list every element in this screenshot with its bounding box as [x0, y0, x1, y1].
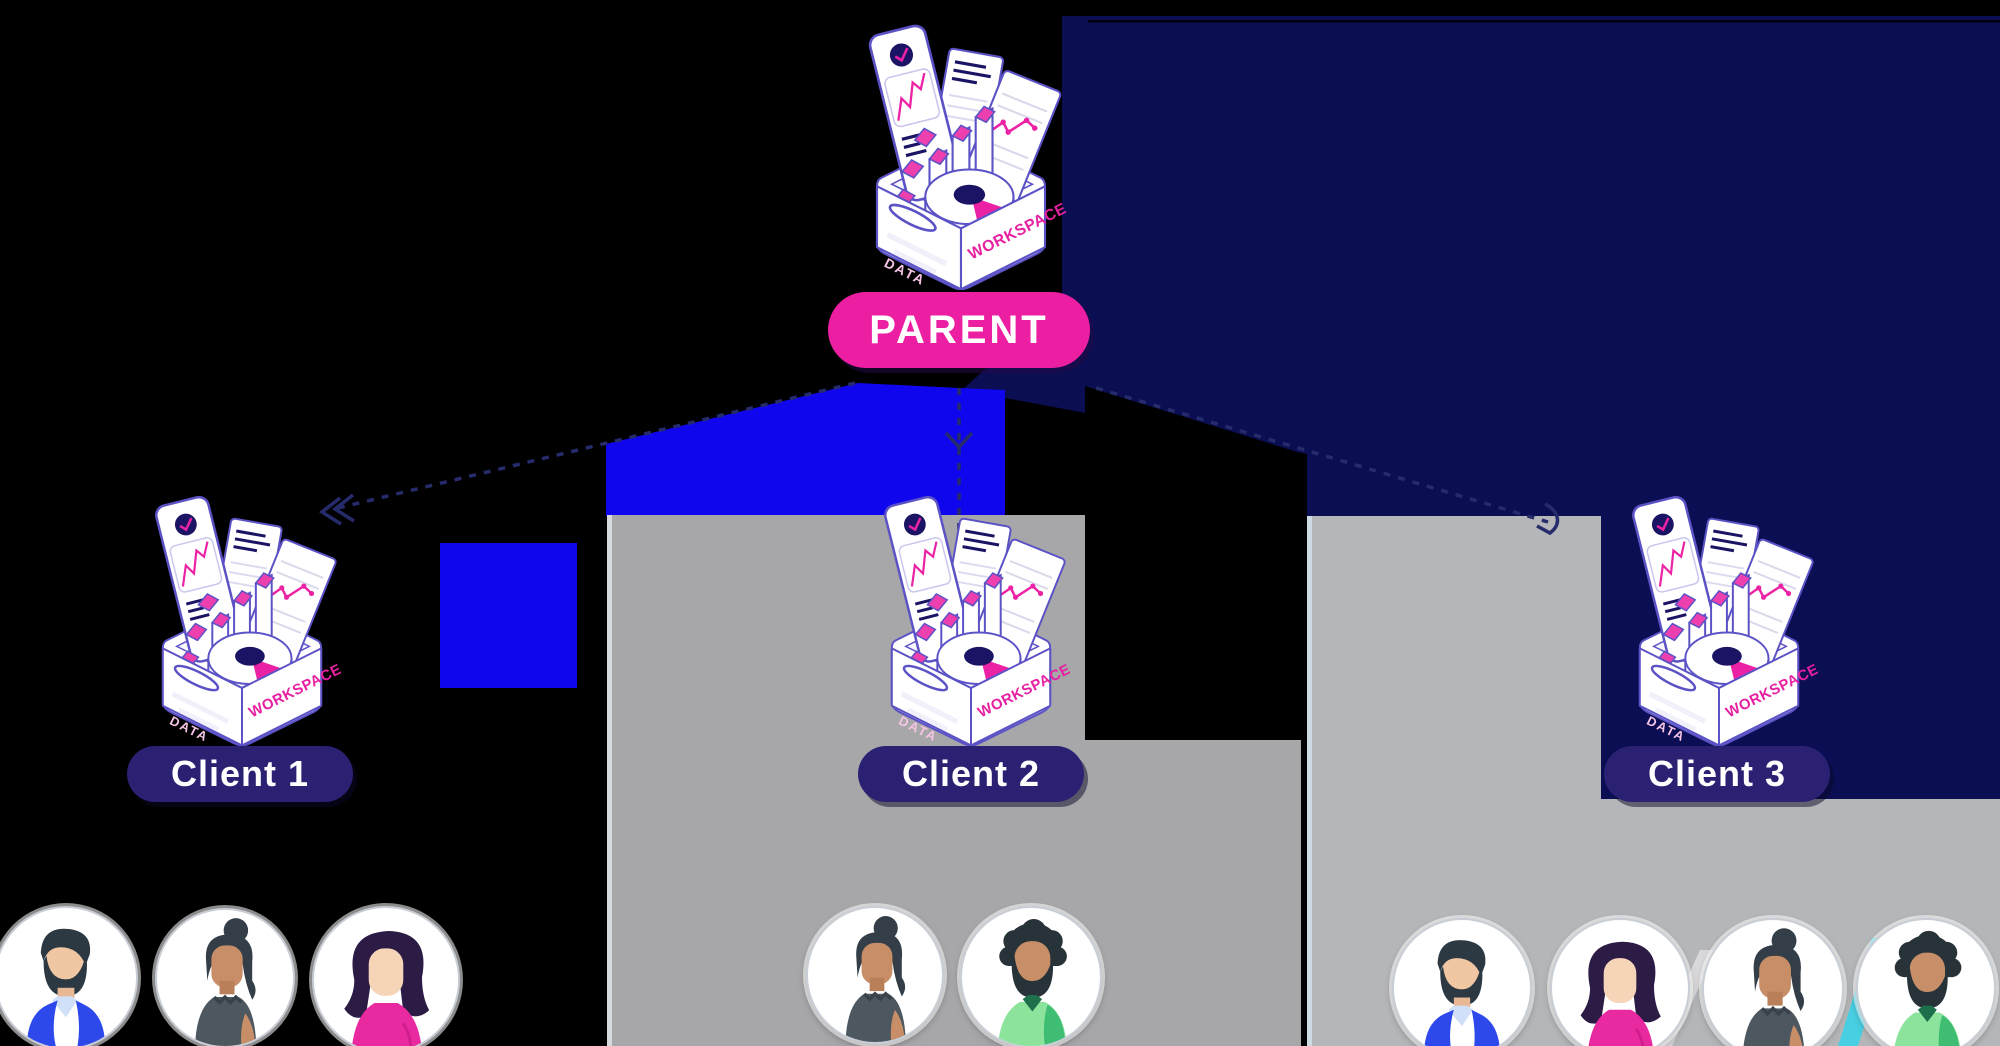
client-1-badge-label: Client 1 [170, 753, 310, 794]
client-2-workspace-illustration: WORKSPACE DATA [872, 484, 1070, 747]
box-handle [173, 664, 220, 692]
client-3-badge-label: Client 3 [1647, 753, 1787, 794]
background-blue-rect [440, 543, 577, 688]
client-3-workspace-illustration: WORKSPACE DATA [1620, 484, 1818, 747]
parent-workspace-illustration: WORKSPACE DATA [856, 12, 1066, 291]
parent-badge-label: PARENT [869, 307, 1049, 352]
client-2-badge-label: Client 2 [901, 753, 1041, 794]
workspace-box-illustration: WORKSPACE DATA [868, 24, 1066, 291]
avatar-man-green-shirt [1856, 918, 1996, 1046]
avatar-man-blue-jacket [0, 906, 138, 1046]
arrow-to-client-1 [329, 381, 856, 512]
box-right-face [970, 647, 1052, 747]
avatar-woman-hair-bun [1702, 918, 1844, 1046]
hierarchy-arrows [318, 381, 1560, 540]
client-2-badge: Client 2 [858, 746, 1084, 802]
avatar-man-blue-jacket [1392, 918, 1532, 1046]
client-1-workspace-illustration: WORKSPACE DATA [143, 484, 341, 747]
workspace-box-illustration: WORKSPACE DATA [884, 495, 1070, 747]
workspace-box-illustration: WORKSPACE DATA [155, 495, 341, 747]
box-handle [902, 664, 949, 692]
parent-badge: PARENT [828, 292, 1090, 368]
box-handle [1650, 664, 1697, 692]
avatar-woman-pink-top [312, 906, 460, 1046]
avatar-man-green-shirt [960, 906, 1102, 1046]
box-right-face [959, 185, 1047, 291]
avatar-woman-hair-bun [155, 908, 295, 1046]
background-blue-block [606, 383, 1005, 516]
client-1-badge: Client 1 [127, 746, 353, 802]
box-right-face [241, 647, 323, 747]
box-right-face [1718, 647, 1800, 747]
workspace-box-illustration: WORKSPACE DATA [1632, 495, 1818, 747]
client-3-badge: Client 3 [1604, 746, 1830, 802]
background-gray-right [1307, 516, 2000, 1046]
avatar-woman-hair-bun [806, 906, 944, 1044]
arrow-to-client-3 [1095, 386, 1549, 524]
avatar-woman-pink-top [1550, 918, 1690, 1046]
box-handle [888, 203, 937, 232]
